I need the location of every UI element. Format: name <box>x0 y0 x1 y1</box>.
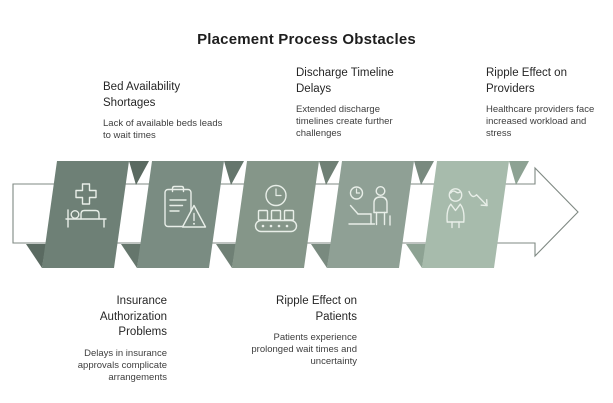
ribbon-fold-bottom <box>121 244 141 268</box>
patient-bed-visitor-icon <box>348 185 391 226</box>
callout-insurance-authorization: Insurance Authorization Problems Delays … <box>78 294 167 384</box>
stage-panel-bed-availability <box>42 161 129 268</box>
ribbon-fold-top <box>509 161 529 185</box>
page-title: Placement Process Obstacles <box>197 31 416 48</box>
ribbon-fold-bottom <box>26 244 46 268</box>
callout-title: Insurance Authorization Problems <box>99 295 167 338</box>
ribbon-fold-top <box>319 161 339 185</box>
ribbon-fold-top <box>414 161 434 185</box>
ribbon-fold-bottom <box>311 244 331 268</box>
hospital-bed-icon <box>65 183 107 228</box>
callout-bed-availability: Bed Availability Shortages Lack of avail… <box>103 80 222 142</box>
callout-title: Ripple Effect on Patients <box>276 295 357 323</box>
stage-panel-discharge-timeline <box>232 161 319 268</box>
callout-description: Lack of available beds leads to wait tim… <box>103 118 223 141</box>
ribbon-fold-bottom <box>216 244 236 268</box>
callout-description: Delays in insurance approvals complicate… <box>77 347 167 383</box>
callout-description: Extended discharge timelines create furt… <box>296 104 393 139</box>
callout-title: Ripple Effect on Providers <box>486 67 567 95</box>
ribbon-fold-top <box>224 161 244 185</box>
stage-panel-insurance-authorization <box>137 161 224 268</box>
clock-conveyor-icon <box>254 184 298 233</box>
callout-discharge-timeline: Discharge Timeline Delays Extended disch… <box>296 66 394 140</box>
clipboard-warning-icon <box>164 185 207 228</box>
callout-title: Bed Availability Shortages <box>103 81 181 109</box>
callout-ripple-providers: Ripple Effect on Providers Healthcare pr… <box>486 66 594 140</box>
ribbon-fold-bottom <box>406 244 426 268</box>
provider-decline-icon <box>446 188 488 229</box>
callout-description: Healthcare providers face increased work… <box>486 104 595 139</box>
callout-description: Patients experience prolonged wait times… <box>251 332 357 367</box>
ribbon-fold-top <box>129 161 149 185</box>
callout-title: Discharge Timeline Delays <box>296 67 394 95</box>
callout-ripple-patients: Ripple Effect on Patients Patients exper… <box>251 294 357 368</box>
stage-panel-ripple-providers <box>422 161 509 268</box>
